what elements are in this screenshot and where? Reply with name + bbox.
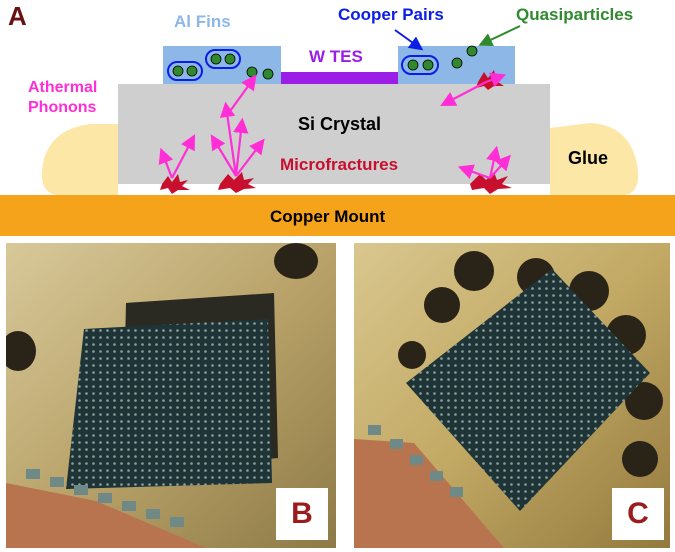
phonon-arrow — [210, 134, 237, 177]
copper-mount-label: Copper Mount — [270, 207, 386, 226]
phonon-arrow — [227, 74, 257, 115]
phonon-arrow — [171, 134, 196, 179]
panel-b-photo: B — [6, 243, 336, 548]
panel-a-schematic: A Al Fins Cooper Pairs Quasiparticles W … — [0, 1, 675, 236]
panel-c-letter: C — [612, 488, 664, 540]
w-tes — [281, 72, 398, 84]
quasiparticle-2 — [262, 68, 274, 80]
panel-c-photo: C — [354, 243, 670, 548]
quasiparticle-4 — [466, 45, 478, 57]
al-fins-label: Al Fins — [174, 12, 231, 31]
quasiparticle-3 — [451, 57, 463, 69]
microfracture-1 — [160, 174, 190, 194]
phonon-arrow — [489, 154, 511, 179]
phonon-arrow — [158, 147, 174, 179]
glue-left — [41, 124, 118, 195]
phonon-arrow — [235, 138, 265, 177]
phonon-arrow — [457, 164, 491, 180]
cooper-pair-2 — [205, 49, 241, 69]
cooper-pairs-arrow — [394, 29, 424, 51]
glue-right — [550, 123, 639, 195]
quasiparticles-arrow — [478, 25, 521, 47]
phonon-arrow — [440, 81, 487, 107]
athermal-label: Athermal — [28, 79, 97, 96]
cooper-pairs-label: Cooper Pairs — [338, 5, 444, 24]
copper-mount — [0, 195, 675, 236]
panel-b-letter: B — [276, 488, 328, 540]
w-tes-label: W TES — [309, 47, 363, 66]
cooper-pair-3 — [401, 55, 439, 75]
si-crystal — [118, 84, 550, 184]
microfractures-label: Microfractures — [280, 155, 398, 174]
phonon-arrow — [219, 101, 238, 177]
microfracture-2 — [218, 172, 256, 193]
microfracture-3 — [470, 172, 512, 194]
phonon-arrow — [485, 72, 507, 88]
phonon-arrow — [486, 145, 502, 179]
phonon-arrow — [233, 117, 249, 177]
phonons-label: Phonons — [28, 99, 97, 116]
quasiparticles-label: Quasiparticles — [516, 5, 633, 24]
cooper-pair-1 — [167, 61, 203, 81]
panel-a-letter: A — [8, 1, 27, 31]
si-crystal-label: Si Crystal — [298, 114, 381, 134]
glue-label: Glue — [568, 148, 608, 168]
quasiparticle-1 — [246, 66, 258, 78]
